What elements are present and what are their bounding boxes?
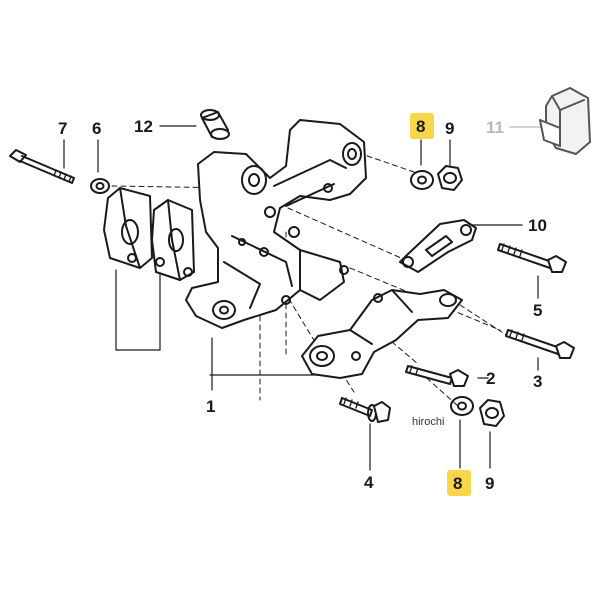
callout-8-bottom: 8 — [453, 474, 463, 493]
callout-8-top: 8 — [416, 117, 426, 136]
damper-part-11 — [539, 87, 591, 155]
callout-1: 1 — [206, 397, 216, 416]
bolt-part-2 — [405, 365, 469, 387]
bolt-part-7 — [9, 149, 75, 184]
callout-10: 10 — [528, 216, 547, 235]
callout-7: 7 — [58, 119, 68, 138]
bushing-part-12 — [200, 109, 230, 140]
clamp-half-left — [103, 187, 153, 269]
nut-part-9-bottom — [479, 399, 505, 427]
callout-11: 11 — [486, 118, 504, 137]
callout-6: 6 — [92, 119, 102, 138]
highlight-box-top — [410, 113, 434, 139]
callout-5: 5 — [533, 301, 543, 320]
strap-part-10 — [399, 219, 477, 273]
main-bracket-part-1 — [185, 119, 367, 329]
bolt-part-4 — [339, 397, 391, 423]
highlight-box-bottom — [447, 470, 471, 496]
callout-9-top: 9 — [445, 119, 455, 138]
washer-part-8-top — [410, 170, 434, 190]
washer-part-8-bottom — [450, 396, 474, 416]
bolt-part-5 — [497, 243, 567, 273]
washer-part-6 — [90, 178, 110, 194]
callout-12: 12 — [134, 117, 153, 136]
lower-arm-bracket — [301, 289, 463, 379]
callout-2: 2 — [486, 369, 496, 388]
bolt-part-3 — [505, 329, 575, 359]
watermark: hirochi — [412, 416, 445, 428]
nut-part-9-top — [437, 165, 463, 191]
clamp-half-right — [151, 199, 195, 281]
callout-9-bottom: 9 — [485, 474, 495, 493]
callout-4: 4 — [364, 473, 374, 492]
callout-3: 3 — [533, 372, 543, 391]
